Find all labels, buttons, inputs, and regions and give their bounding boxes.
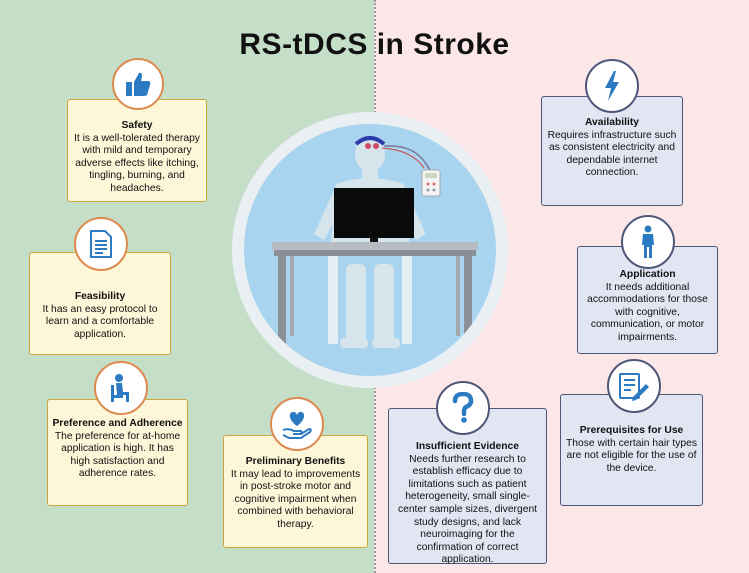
availability-text: Requires infrastructure such as consiste… [547,129,677,179]
heart-hand-icon [270,397,324,451]
evidence-text: Needs further research to establish effi… [397,453,538,566]
preference-text: The preference for at-home application i… [54,430,181,480]
lightning-icon [585,59,639,113]
safety-heading: Safety [121,120,153,131]
availability-heading: Availability [585,117,639,128]
prerequisites-heading: Prerequisites for Use [579,425,684,436]
preliminary-card: Preliminary Benefits It may lead to impr… [223,435,368,548]
patient-illustration [244,124,496,376]
thumbs-up-icon [112,58,164,110]
preliminary-heading: Preliminary Benefits [245,456,346,467]
preference-heading: Preference and Adherence [52,418,183,429]
question-mark-icon [436,381,490,435]
preference-card: Preference and Adherence The preference … [47,399,188,506]
application-heading: Application [619,269,676,280]
checklist-icon [607,359,661,413]
preliminary-text: It may lead to improvements in post-stro… [230,468,361,530]
evidence-card: Insufficient Evidence Needs further rese… [388,408,547,566]
seated-person-icon [94,361,148,415]
feasibility-heading: Feasibility [74,291,126,302]
patient-at-desk-illustration [272,136,478,348]
application-text: It needs additional accommodations for t… [587,281,708,343]
availability-card: Availability Requires infrastructure suc… [541,96,683,206]
safety-text: It is a well-tolerated therapy with mild… [74,132,200,194]
feasibility-text: It has an easy protocol to learn and a c… [42,303,158,340]
safety-card: Safety It is a well-tolerated therapy wi… [67,99,207,202]
evidence-heading: Insufficient Evidence [416,441,519,452]
prerequisites-text: Those with certain hair types are not el… [565,437,698,474]
document-icon [74,217,128,271]
page-title: RS-tDCS in Stroke [239,28,510,61]
standing-person-icon [621,215,675,269]
